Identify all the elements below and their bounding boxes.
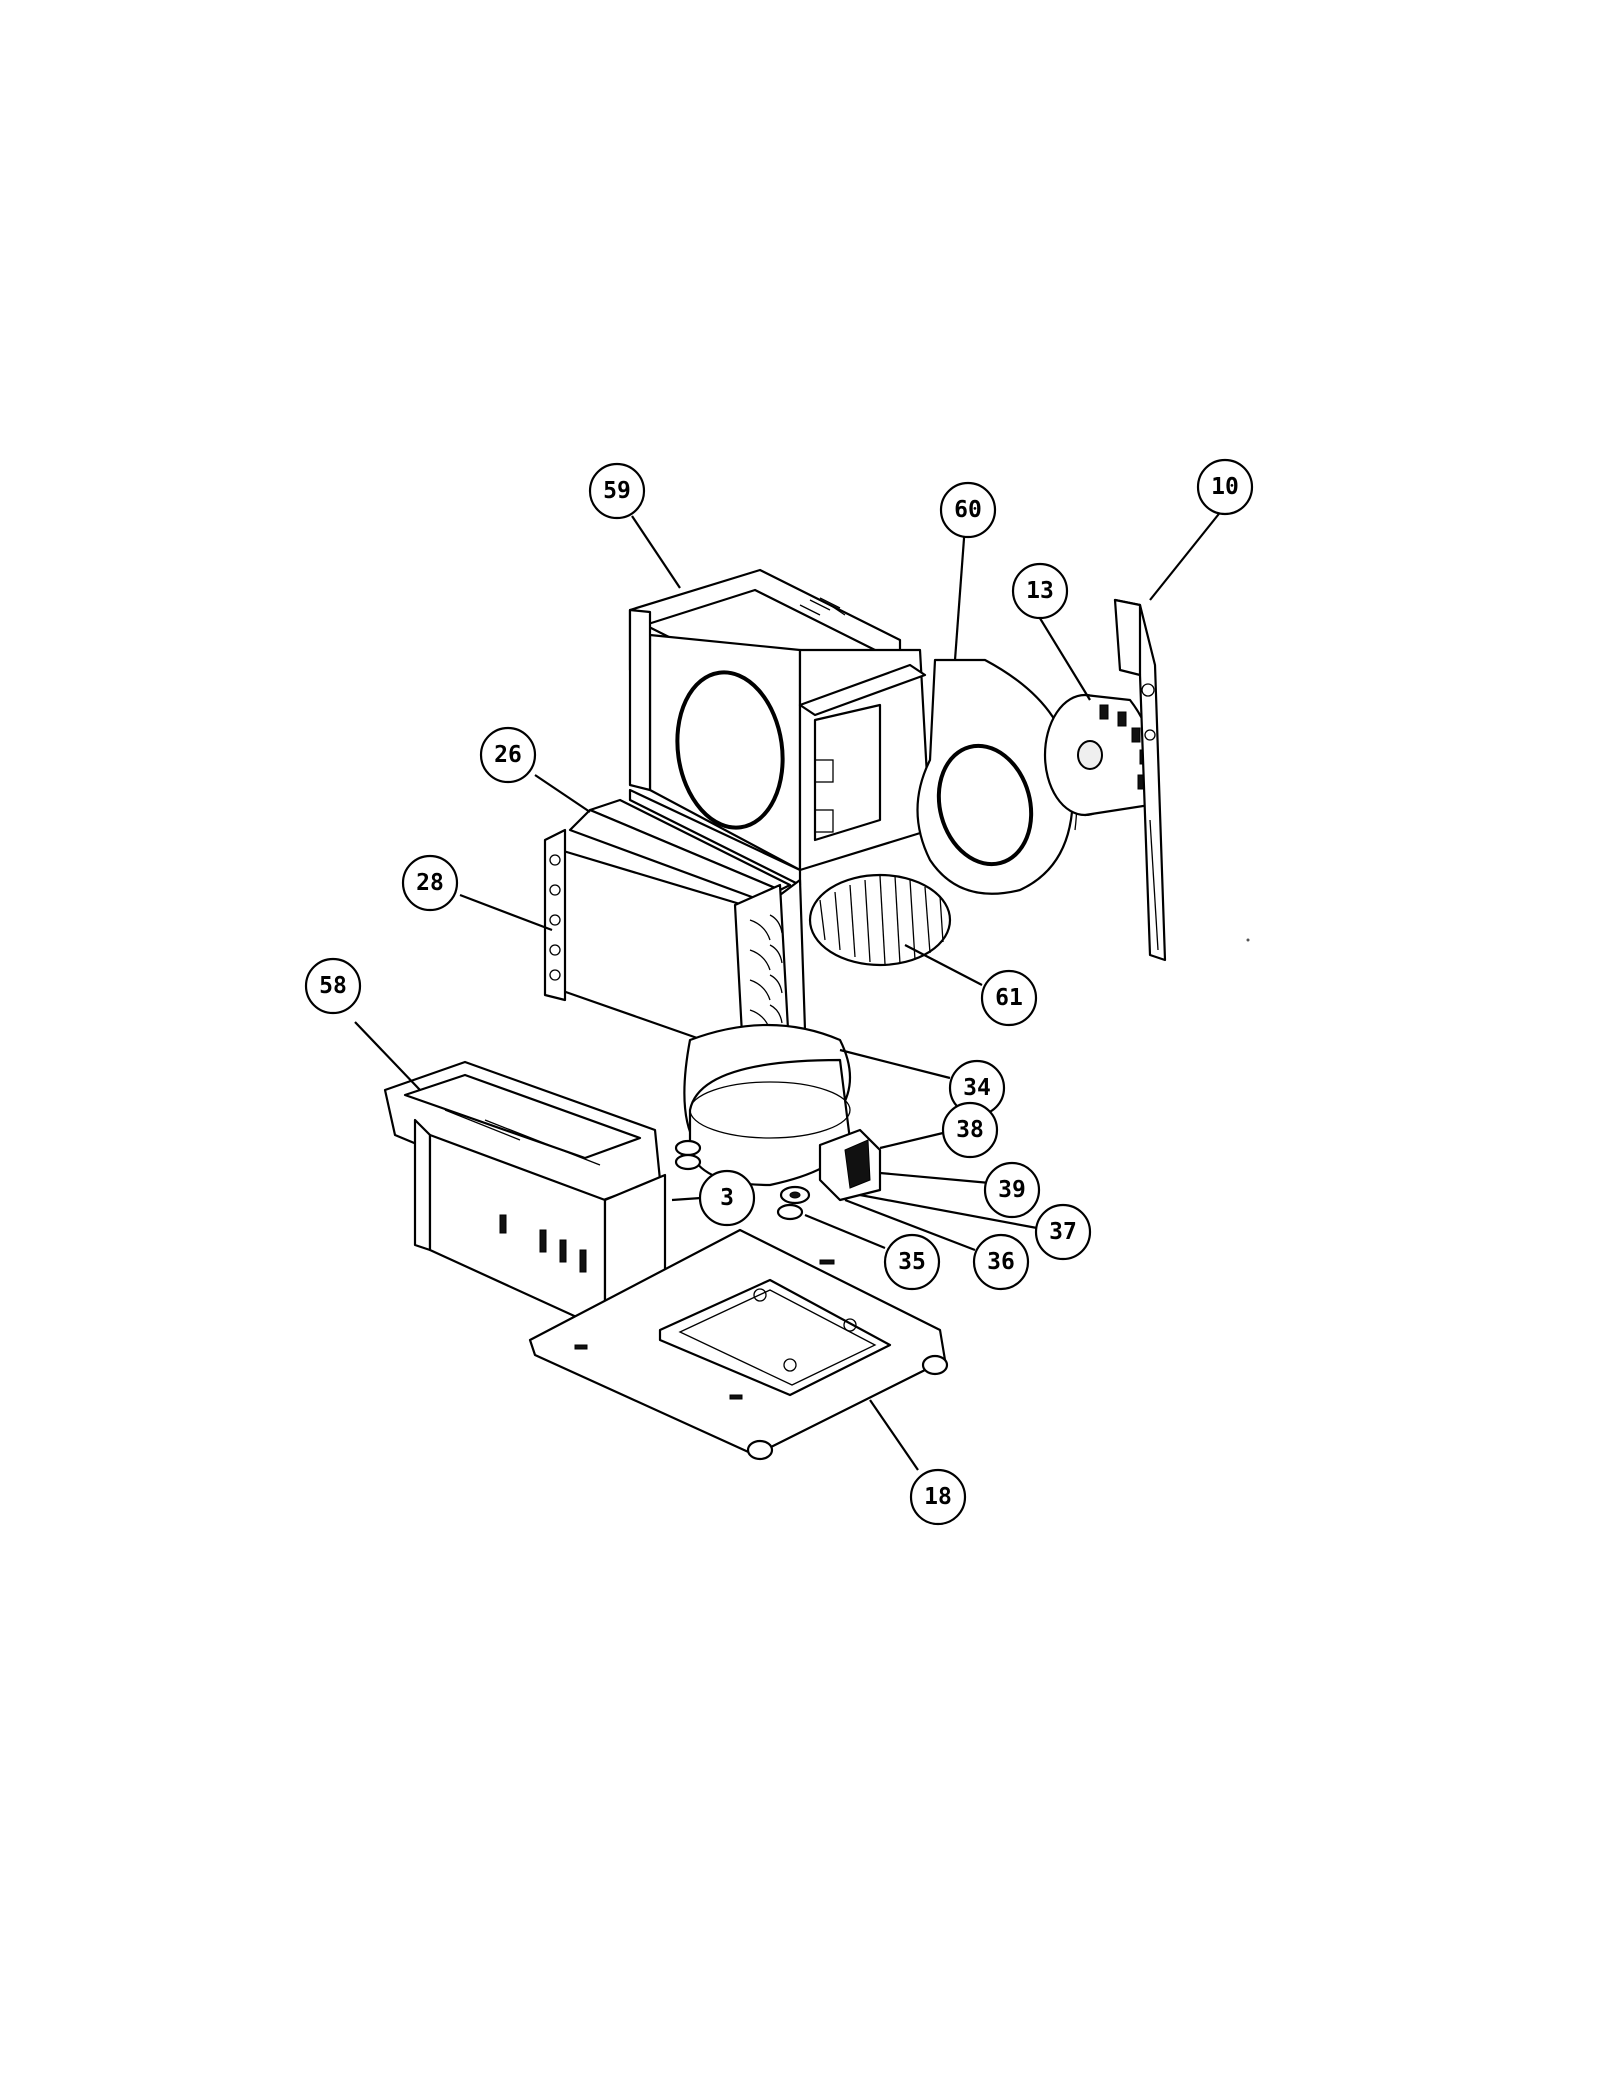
callout-18-label: 18 (924, 1484, 952, 1510)
compressor-assembly (674, 1023, 882, 1221)
leader-39 (879, 1171, 991, 1185)
callout-59-label: 59 (603, 478, 631, 504)
callout-59: 59 (588, 462, 646, 520)
callout-60-label: 60 (954, 497, 982, 523)
leader-58 (354, 1021, 421, 1091)
callout-28: 28 (401, 854, 459, 912)
callout-35: 35 (883, 1233, 941, 1291)
callout-34-label: 34 (963, 1075, 991, 1101)
callout-26: 26 (479, 726, 537, 784)
callout-26-label: 26 (494, 742, 522, 768)
base-pan (528, 1228, 949, 1461)
callout-3: 3 (698, 1169, 756, 1227)
callout-61: 61 (980, 969, 1038, 1027)
callout-35-label: 35 (898, 1249, 926, 1275)
motor-bracket (1113, 598, 1167, 962)
callout-10-label: 10 (1211, 474, 1239, 500)
callout-58-label: 58 (319, 973, 347, 999)
callout-28-label: 28 (416, 870, 444, 896)
callout-10: 10 (1196, 458, 1254, 516)
fan-scroll-housing (628, 568, 932, 887)
callout-58: 58 (304, 957, 362, 1015)
leader-61 (904, 944, 983, 986)
leader-37 (859, 1193, 1038, 1230)
leader-59 (631, 515, 681, 589)
control-box (383, 1060, 667, 1337)
callout-39: 39 (983, 1161, 1041, 1219)
compressor-mount-left (674, 1139, 702, 1171)
callout-38: 38 (941, 1101, 999, 1159)
leader-26 (534, 774, 591, 813)
leader-35 (804, 1213, 886, 1250)
callout-37-label: 37 (1049, 1219, 1077, 1245)
compressor-terminal-box (818, 1128, 882, 1202)
leader-18 (869, 1399, 919, 1471)
callout-18: 18 (909, 1468, 967, 1526)
leader-10 (1149, 509, 1223, 601)
callout-60: 60 (939, 481, 997, 539)
callout-39-label: 39 (998, 1177, 1026, 1203)
leader-60 (953, 524, 967, 661)
callout-37: 37 (1034, 1203, 1092, 1261)
leader-38 (879, 1131, 944, 1150)
leader-3 (671, 1196, 702, 1202)
callout-3-label: 3 (720, 1185, 734, 1211)
evaporator-coil (543, 798, 807, 1092)
leader-36 (844, 1198, 976, 1252)
compressor-mount-right (776, 1185, 811, 1221)
stray-mark (1246, 938, 1250, 942)
callout-36: 36 (972, 1233, 1030, 1291)
blower-wheel (808, 873, 952, 967)
leader-13 (1037, 614, 1091, 701)
leader-34 (839, 1048, 951, 1080)
leader-lines (354, 509, 1223, 1471)
fan-motor (1043, 693, 1156, 817)
callout-61-label: 61 (995, 985, 1023, 1011)
callout-36-label: 36 (987, 1249, 1015, 1275)
callout-38-label: 38 (956, 1117, 984, 1143)
callout-13: 13 (1011, 562, 1069, 620)
callout-34: 34 (948, 1059, 1006, 1117)
callout-13-label: 13 (1026, 578, 1054, 604)
leader-28 (459, 893, 553, 932)
